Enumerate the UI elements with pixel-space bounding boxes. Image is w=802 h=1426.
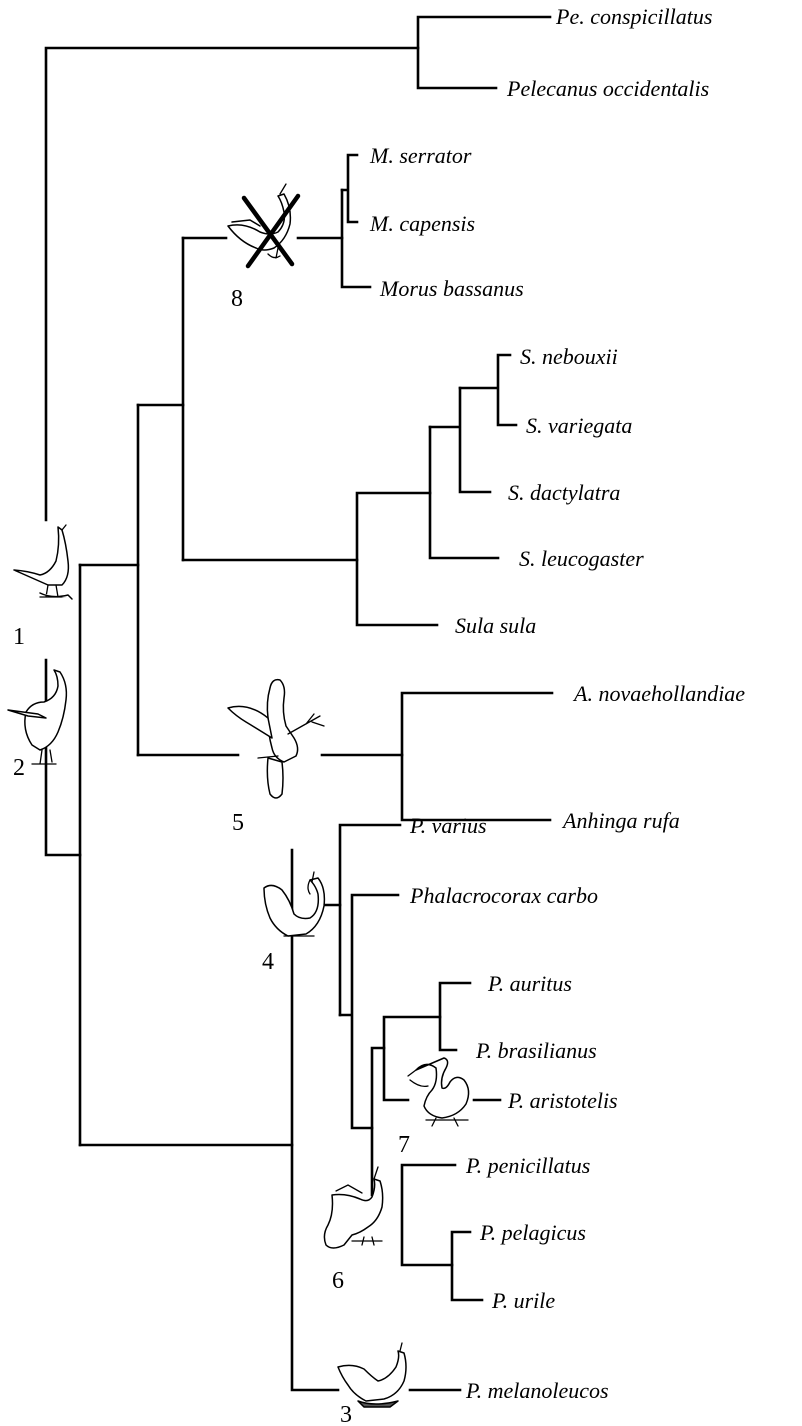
- branch-penicillatus-group: [402, 1165, 455, 1265]
- node-number-8: 8: [231, 286, 243, 312]
- display-3-wing-waving-icon: [338, 1343, 406, 1407]
- taxon-p-auritus: P. auritus: [487, 971, 572, 996]
- display-1-sky-pointing-icon: [14, 525, 72, 599]
- taxon-m-serrator: M. serrator: [369, 143, 472, 168]
- branch-morus-pair: [342, 155, 357, 222]
- display-6-sky-pointing-icon: [324, 1167, 382, 1248]
- taxon-sula-sula: Sula sula: [455, 613, 536, 638]
- node-number-3: 3: [340, 1402, 352, 1426]
- taxon-s-nebouxii: S. nebouxii: [520, 344, 618, 369]
- taxon-anhinga-rufa: Anhinga rufa: [561, 808, 680, 833]
- display-2-sky-pointing-icon: [8, 670, 66, 764]
- taxon-p-varius: P. varius: [409, 813, 487, 838]
- node-number-6: 6: [332, 1268, 344, 1294]
- display-7-throw-back-icon: [408, 1058, 469, 1126]
- taxon-p-melanoleucos: P. melanoleucos: [465, 1378, 609, 1403]
- taxon-s-dactylatra: S. dactylatra: [508, 480, 620, 505]
- branch-cormorant-carbo: [340, 895, 398, 1128]
- taxon-pe-conspicillatus: Pe. conspicillatus: [555, 4, 712, 29]
- display-8-crossed-out-icon: [228, 184, 298, 266]
- taxon-phalacrocorax-carbo: Phalacrocorax carbo: [409, 883, 598, 908]
- branch-sula-inner3: [460, 355, 516, 425]
- taxon-morus-bassanus: Morus bassanus: [379, 276, 524, 301]
- node-number-5: 5: [232, 810, 244, 836]
- branch-sula-inner2: [430, 388, 490, 492]
- branch-morus-clade: [342, 190, 370, 287]
- branch-sula-clade: [357, 493, 437, 625]
- display-4-wing-waving-icon: [264, 872, 324, 936]
- taxon-labels: Pe. conspicillatus Pelecanus occidentali…: [369, 4, 745, 1403]
- taxon-p-pelagicus: P. pelagicus: [479, 1220, 586, 1245]
- branch-root: [46, 48, 418, 520]
- tree-branches: [46, 17, 552, 1390]
- branch-cormorant-inner: [372, 1048, 384, 1195]
- taxon-p-aristotelis: P. aristotelis: [507, 1088, 618, 1113]
- taxon-pelecanus-occidentalis: Pelecanus occidentalis: [506, 76, 709, 101]
- taxon-p-brasilianus: P. brasilianus: [475, 1038, 597, 1063]
- taxon-a-novaehollandiae: A. novaehollandiae: [572, 681, 745, 706]
- node-number-4: 4: [262, 949, 274, 975]
- branch-cormorant-main: [340, 825, 400, 1015]
- taxon-m-capensis: M. capensis: [369, 211, 475, 236]
- branch-auritus-pair: [440, 983, 470, 1050]
- branch-pelagicus-pair: [452, 1232, 482, 1300]
- node-number-1: 1: [13, 624, 25, 650]
- taxon-p-urile: P. urile: [491, 1288, 555, 1313]
- taxon-p-penicillatus: P. penicillatus: [465, 1153, 590, 1178]
- taxon-s-variegata: S. variegata: [526, 413, 632, 438]
- taxon-s-leucogaster: S. leucogaster: [519, 546, 644, 571]
- branch-anhinga-clade: [402, 693, 552, 820]
- node-number-7: 7: [398, 1132, 410, 1158]
- display-5-anhinga-icon: [228, 680, 324, 798]
- node-number-2: 2: [13, 755, 25, 781]
